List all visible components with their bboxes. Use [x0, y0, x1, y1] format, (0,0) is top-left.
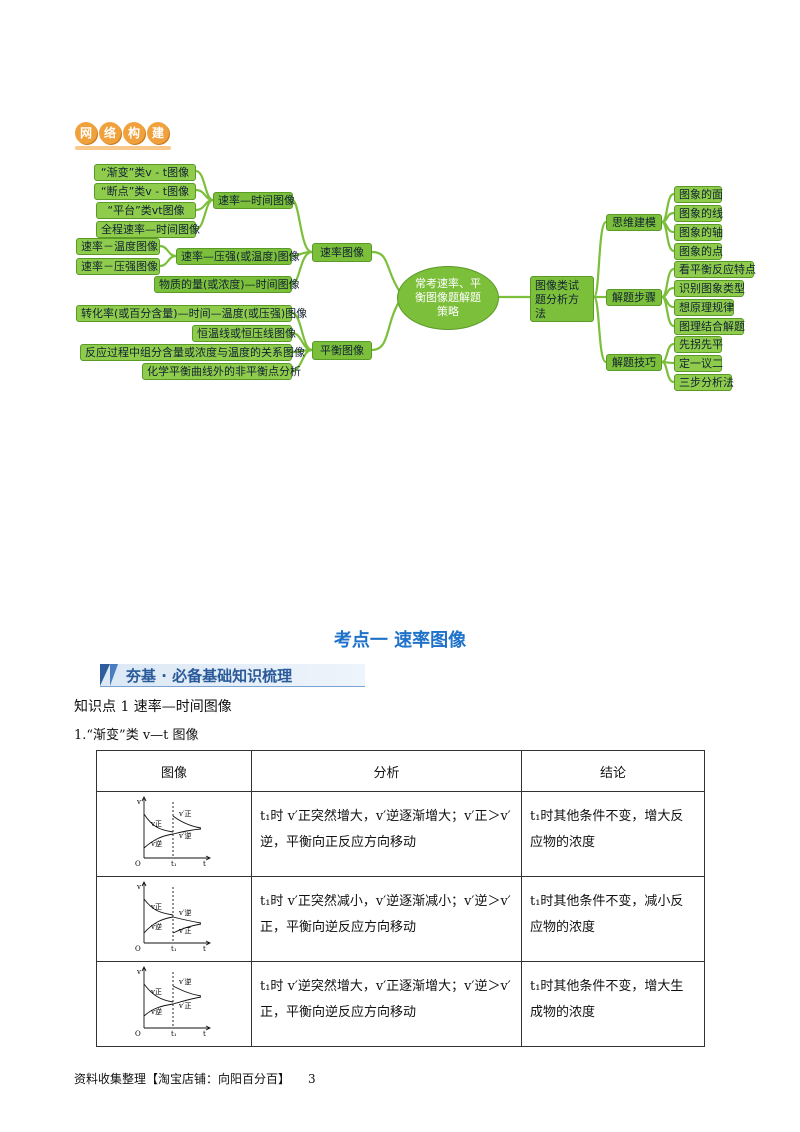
graph-cell: v v正 v逆 v′正 v′逆 O t₁ t [96, 791, 252, 877]
section-banner: 夯基 · 必备基础知识梳理 [100, 664, 365, 687]
badge-underline [75, 146, 171, 150]
node-rate-time: 速率—时间图像 [213, 192, 295, 209]
badge-char: 建 [147, 122, 169, 144]
tick-label: t₁ [171, 1030, 177, 1038]
analysis-cell: t₁时 v′正突然减小，v′逆逐渐减小；v′逆＞v′正，平衡向逆反应方向移动 [251, 876, 522, 962]
analysis-cell: t₁时 v′正突然增大，v′逆逐渐增大；v′正＞v′逆，平衡向正反应方向移动 [251, 791, 522, 877]
banner-text: 夯基 · 必备基础知识梳理 [126, 667, 293, 685]
table-header: 分析 [251, 750, 522, 792]
curve-label: v正 [150, 988, 162, 996]
mind-map: 常考速率、平衡图像题解题策略 速率图像 速率—时间图像 “渐变”类v - t图像… [0, 0, 800, 420]
table-row: v v正 v逆 v′逆 v′正 O t₁ t t₁时 v′逆突然增大，v′正逐渐… [96, 961, 705, 1047]
node-rate-time-item: “渐变”类v - t图像 [94, 164, 196, 181]
curve-label: v逆 [150, 839, 162, 848]
origin-label: O [135, 945, 141, 953]
node-rate-pressure-item: 速率－压强图像 [76, 258, 160, 275]
curve-label: v正 [150, 903, 162, 911]
curve-label: v′逆 [178, 908, 192, 917]
curve-label: v逆 [150, 1007, 162, 1016]
node-steps-item: 图理结合解题 [674, 318, 745, 335]
curve-label: v′正 [178, 927, 192, 935]
node-thinking-item: 图象的线 [674, 205, 723, 222]
section-badge: 网 络 构 建 [75, 122, 169, 144]
analysis-cell: t₁时 v′逆突然增大，v′正逐渐增大；v′逆＞v′正，平衡向逆反应方向移动 [251, 961, 522, 1047]
node-steps-item: 看平衡反应特点 [674, 261, 756, 278]
node-rate-pressure-item: 速率－温度图像 [76, 238, 160, 255]
node-equilibrium-item: 反应过程中组分含量或浓度与温度的关系图像 [80, 344, 305, 361]
node-equilibrium-item: 转化率(或百分含量)—时间—温度(或压强)图像 [76, 305, 307, 322]
origin-label: O [135, 860, 141, 868]
node-equilibrium-item: 化学平衡曲线外的非平衡点分析 [142, 363, 301, 380]
table-row: v v正 v逆 v′正 v′逆 O t₁ t t₁时 v′正突然增大，v′逆逐渐… [96, 791, 705, 877]
curve-label: v′逆 [178, 977, 192, 986]
conclusion-cell: t₁时其他条件不变，增大反应物的浓度 [521, 791, 705, 877]
node-steps-item: 识别图象类型 [674, 280, 745, 297]
axis-label: t [203, 945, 206, 953]
curve-label: v′正 [178, 1002, 192, 1010]
node-rate-pressure: 速率—压强(或温度)图像 [176, 248, 300, 265]
mind-map-connectors [159, 169, 675, 384]
badge-char: 构 [123, 122, 145, 144]
node-rate-time-item: “断点”类v - t图像 [94, 183, 196, 200]
node-thinking: 思维建模 [606, 214, 662, 231]
conclusion-cell: t₁时其他条件不变，增大生成物的浓度 [521, 961, 705, 1047]
node-skills-item: 定一议二 [674, 355, 723, 372]
axis-label: t [203, 860, 206, 868]
table-header-row: 图像 分析 结论 [96, 750, 705, 792]
section-title: 考点一 速率图像 [333, 630, 467, 651]
table-header: 图像 [96, 750, 252, 792]
node-equilibrium-item: 恒温线或恒压线图像 [192, 325, 296, 342]
node-skills-item: 三步分析法 [674, 374, 734, 391]
subheading: 1.“渐变”类 v—t 图像 [74, 728, 199, 743]
page-number: 3 [308, 1072, 316, 1086]
page-footer: 资料收集整理【淘宝店铺：向阳百分百】 3 [74, 1070, 316, 1087]
vt-graph: v v正 v逆 v′逆 v′正 O t₁ t [135, 965, 212, 1038]
curve-label: v正 [150, 820, 162, 828]
rate-time-table: 图像 分析 结论 v v正 v逆 v′正 v′逆 O [96, 750, 705, 1047]
node-skills-item: 先拐先平 [674, 336, 723, 353]
mindmap-center: 常考速率、平衡图像题解题策略 [397, 266, 499, 330]
curve-label: v′逆 [178, 831, 192, 840]
knowledge-point-heading: 知识点 1 速率—时间图像 [74, 699, 232, 715]
node-rate-image: 速率图像 [312, 243, 372, 262]
conclusion-cell: t₁时其他条件不变，减小反应物的浓度 [521, 876, 705, 962]
node-rate-time-item: “平台”类vt图像 [96, 202, 196, 219]
node-thinking-item: 图象的轴 [674, 224, 723, 241]
axis-label: v [136, 968, 141, 976]
badge-char: 络 [99, 122, 121, 144]
footer-text: 资料收集整理【淘宝店铺：向阳百分百】 [74, 1072, 291, 1086]
badge-char: 网 [75, 122, 97, 144]
node-amount-time: 物质的量(或浓度)—时间图像 [154, 276, 300, 293]
graph-cell: v v正 v逆 v′逆 v′正 O t₁ t [96, 876, 252, 962]
axis-label: t [203, 1030, 206, 1038]
table-header: 结论 [521, 750, 705, 792]
node-steps: 解题步骤 [606, 289, 662, 306]
vt-graph: v v正 v逆 v′正 v′逆 O t₁ t [135, 795, 212, 868]
node-rate-time-item: 全程速率—时间图像 [96, 221, 200, 238]
node-steps-item: 想原理规律 [674, 299, 734, 316]
tick-label: t₁ [171, 945, 177, 953]
graph-cell: v v正 v逆 v′逆 v′正 O t₁ t [96, 961, 252, 1047]
vt-graph: v v正 v逆 v′逆 v′正 O t₁ t [135, 880, 212, 953]
node-equilibrium-image: 平衡图像 [312, 341, 372, 360]
node-method: 图像类试题分析方法 [530, 276, 594, 322]
axis-label: v [136, 883, 141, 891]
node-skills: 解题技巧 [606, 354, 662, 371]
curve-label: v逆 [150, 922, 162, 931]
origin-label: O [135, 1030, 141, 1038]
node-thinking-item: 图象的点 [674, 243, 723, 260]
table-row: v v正 v逆 v′逆 v′正 O t₁ t t₁时 v′正突然减小，v′逆逐渐… [96, 876, 705, 962]
curve-label: v′正 [178, 810, 192, 818]
axis-label: v [136, 798, 141, 806]
node-thinking-item: 图象的面 [674, 186, 723, 203]
tick-label: t₁ [171, 860, 177, 868]
